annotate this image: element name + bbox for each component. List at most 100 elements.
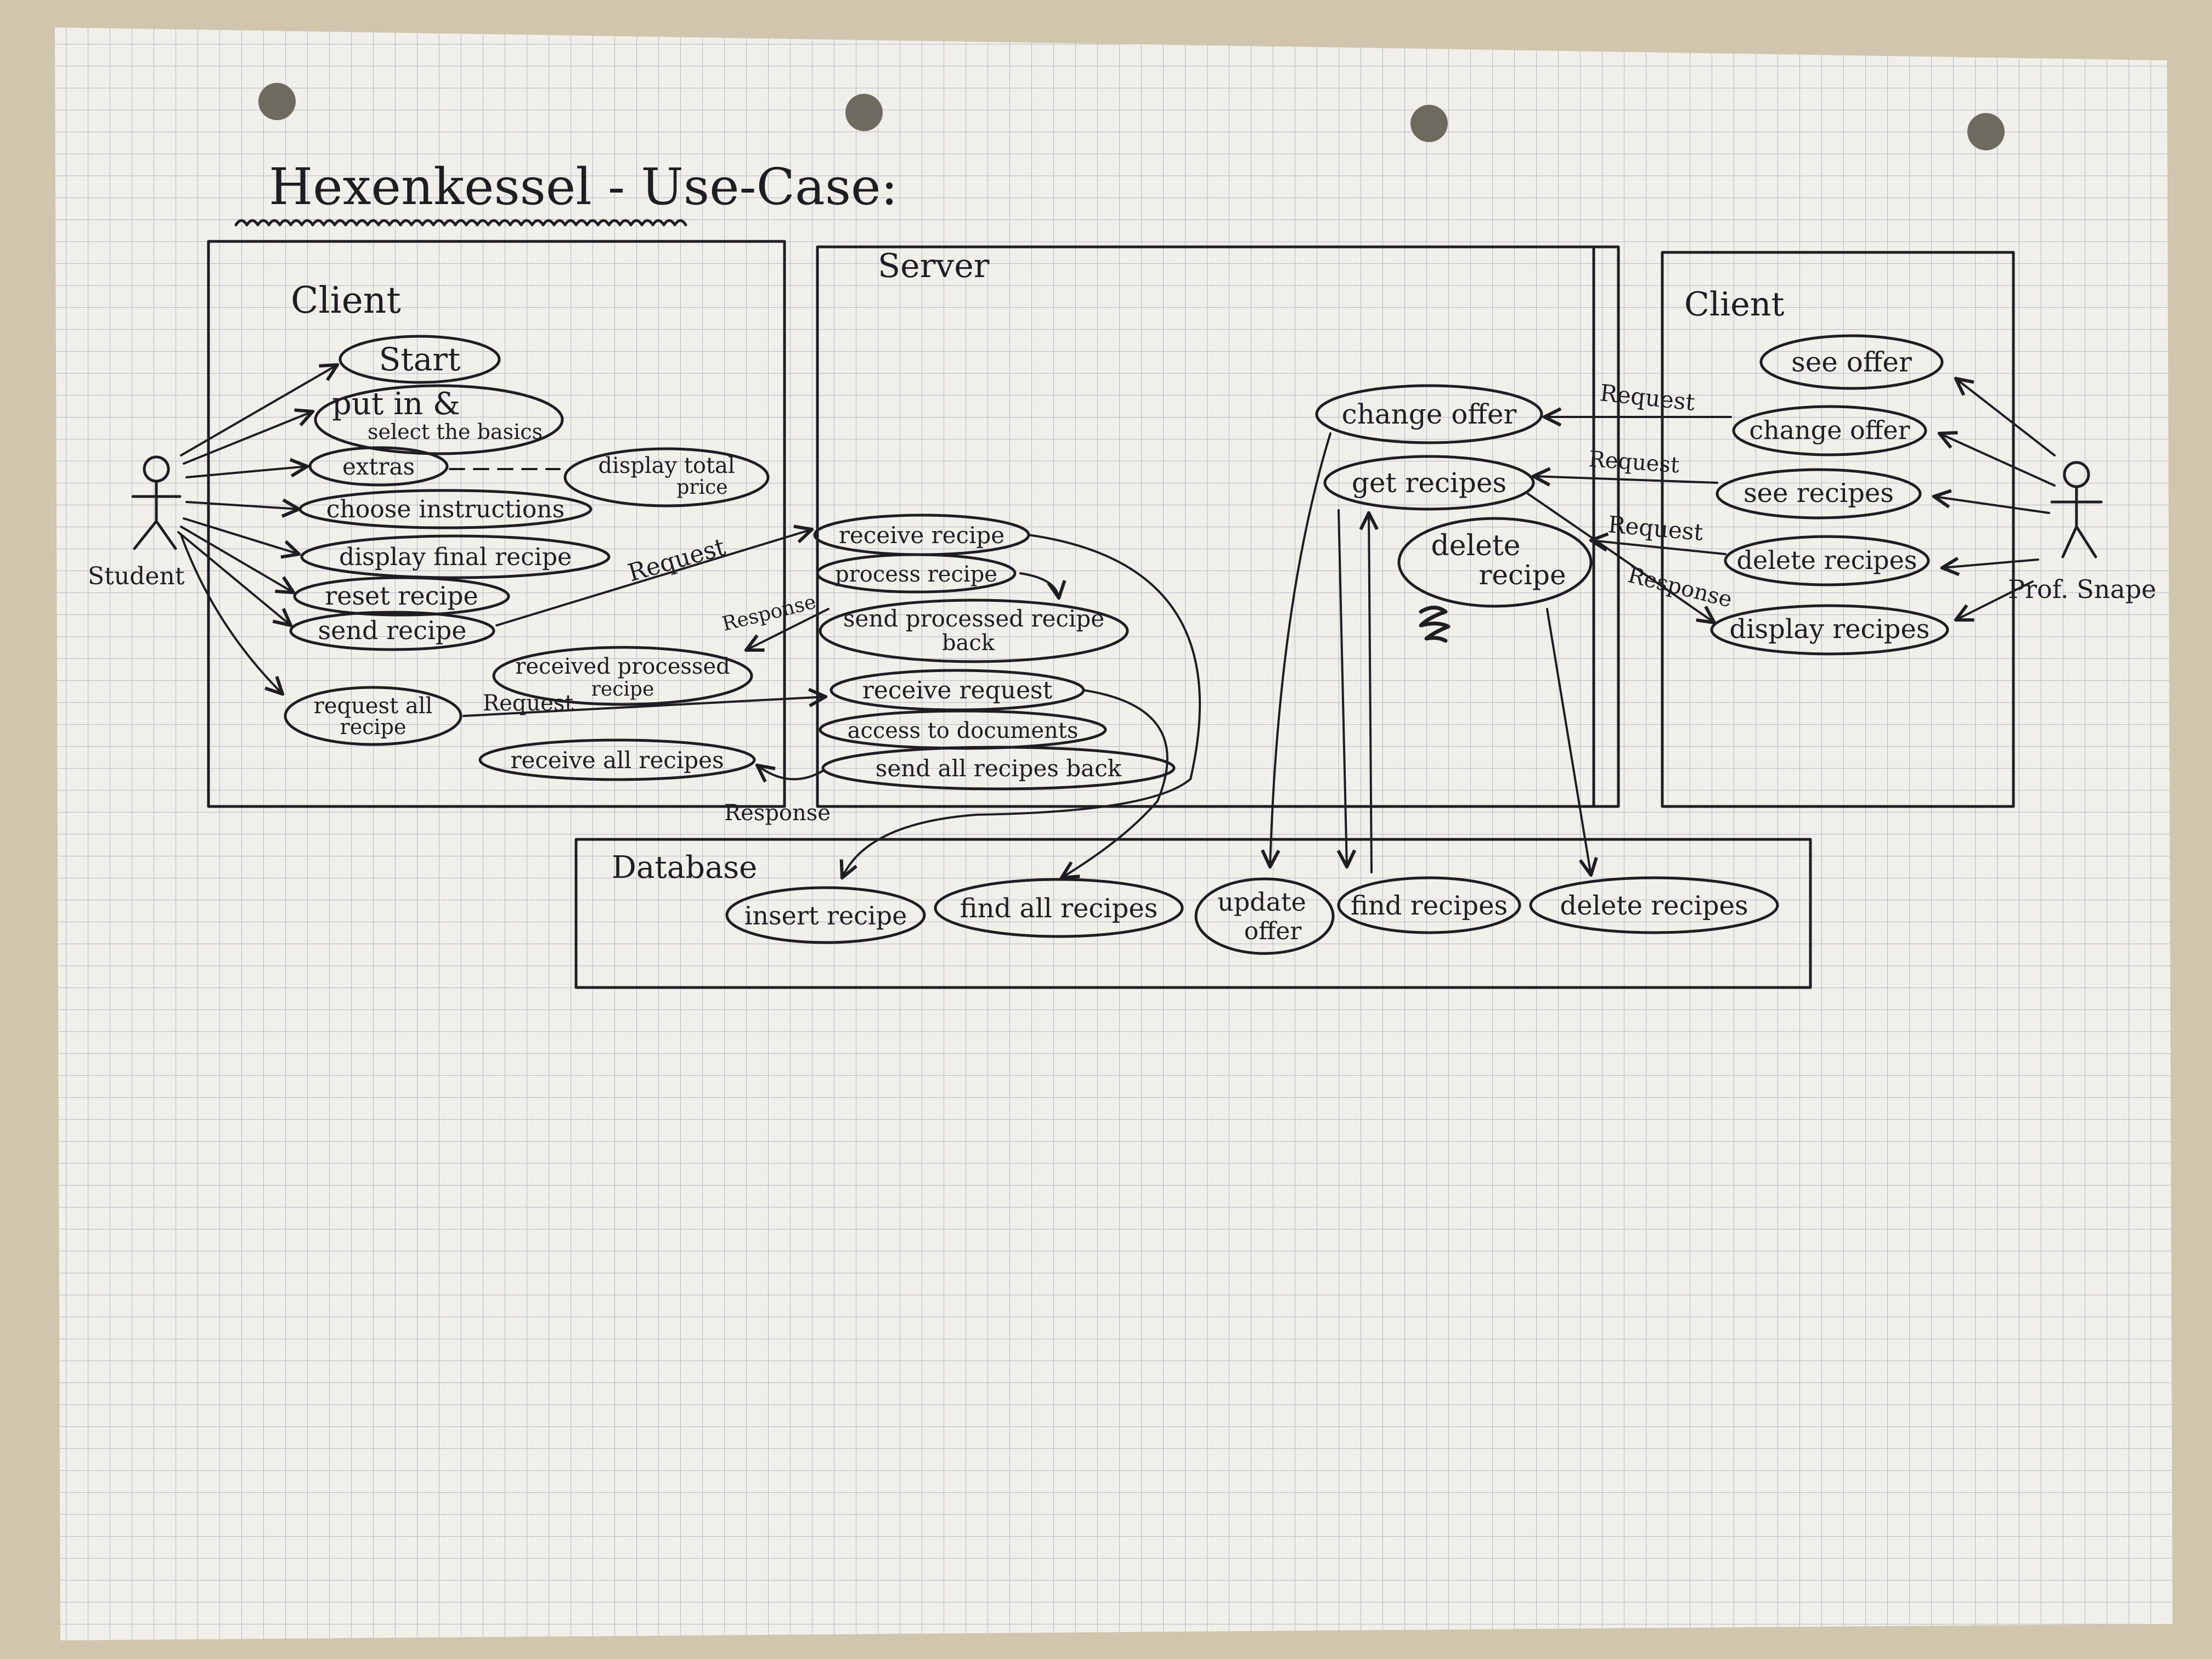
use-case-send-processed-recipe-back: send processed recipe back: [819, 599, 1129, 663]
svg-text:access to documents: access to documents: [848, 718, 1079, 743]
client-right-label: Client: [1684, 285, 1785, 324]
svg-text:Start: Start: [379, 341, 461, 378]
svg-text:back: back: [942, 630, 995, 656]
svg-text:get recipes: get recipes: [1352, 467, 1506, 499]
snape-actor-label: Prof. Snape: [2008, 574, 2157, 604]
use-case-delete-recipes: delete recipes: [1724, 535, 1930, 586]
assoc-arrow: [180, 365, 337, 456]
assoc-arrow: [1942, 560, 2039, 568]
svg-text:display recipes: display recipes: [1729, 614, 1929, 645]
use-case-extras: extras: [308, 446, 449, 487]
use-case-process-recipe: process recipe: [816, 553, 1017, 594]
use-case-find-recipes: find recipes: [1337, 876, 1521, 934]
svg-text:request all: request all: [314, 693, 433, 719]
server-label: Server: [878, 247, 990, 285]
server-database-arrows: [1270, 432, 1591, 875]
use-case-start: Start: [338, 335, 501, 384]
svg-text:find recipes: find recipes: [1351, 890, 1508, 921]
use-case-display-recipes: display recipes: [1710, 604, 1949, 656]
svg-text:update: update: [1217, 887, 1306, 917]
client-right-boundary: [1661, 251, 2015, 808]
use-case-database-delete-recipes: delete recipes: [1529, 876, 1779, 934]
scribble-mark: [1419, 606, 1451, 643]
svg-text:choose instructions: choose instructions: [326, 495, 565, 523]
delete-to-db-delete-arrow: [1546, 608, 1591, 875]
use-case-server-change-offer: change offer: [1315, 384, 1543, 444]
svg-text:delete recipes: delete recipes: [1737, 545, 1917, 575]
process-next-arrow: [1019, 572, 1059, 598]
client-right-server-arrows: [1527, 417, 1732, 623]
change-offer-to-update-arrow: [1270, 432, 1331, 867]
svg-text:put in &: put in &: [332, 386, 460, 422]
find-to-get-recipes-arrow: [1369, 513, 1372, 873]
client-server-arrows: [462, 529, 1201, 878]
student-actor-icon: [131, 455, 182, 550]
svg-text:send all recipes back: send all recipes back: [876, 755, 1122, 782]
student-associations: [177, 365, 337, 694]
use-case-receive-all-recipes: receive all recipes: [478, 738, 756, 781]
diagram-title: Hexenkessel - Use-Case:: [269, 157, 898, 216]
assoc-arrow: [183, 517, 299, 554]
database-label: Database: [612, 850, 757, 885]
assoc-arrow: [1956, 580, 2034, 620]
server-boundary: [816, 245, 1620, 808]
use-case-see-recipes: see recipes: [1716, 468, 1922, 520]
svg-text:reset recipe: reset recipe: [325, 581, 478, 611]
assoc-arrow: [1956, 379, 2056, 456]
svg-text:change offer: change offer: [1749, 415, 1910, 445]
svg-text:received processed: received processed: [515, 654, 730, 679]
svg-text:find all recipes: find all recipes: [960, 893, 1158, 924]
svg-text:display final recipe: display final recipe: [339, 543, 572, 571]
use-case-received-processed-recipe: received processed recipe: [492, 646, 753, 706]
use-case-change-offer: change offer: [1732, 405, 1927, 456]
use-case-get-recipes: get recipes: [1323, 455, 1535, 511]
svg-text:price: price: [676, 476, 727, 499]
svg-text:select the basics: select the basics: [368, 420, 543, 444]
see-recipes-request-arrow: [1533, 476, 1718, 483]
svg-text:process recipe: process recipe: [835, 562, 997, 587]
use-case-receive-request: receive request: [830, 669, 1085, 712]
svg-text:recipe: recipe: [340, 715, 407, 739]
svg-text:offer: offer: [1244, 917, 1302, 945]
use-case-see-offer: see offer: [1759, 334, 1944, 390]
svg-text:see recipes: see recipes: [1743, 478, 1894, 509]
use-case-server-delete-recipe: delete recipe: [1397, 517, 1593, 608]
client-left-boundary: [207, 240, 786, 808]
assoc-arrow: [177, 531, 291, 625]
assoc-arrow: [1934, 496, 2050, 514]
svg-text:recipe: recipe: [1479, 559, 1566, 591]
svg-text:insert recipe: insert recipe: [744, 901, 907, 930]
use-case-choose-instructions: choose instructions: [298, 489, 592, 529]
title-underline: [234, 219, 687, 227]
punch-hole: [1410, 105, 1448, 142]
receive-request-to-find-all-arrow: [1062, 689, 1169, 878]
svg-text:send recipe: send recipe: [318, 616, 467, 645]
svg-text:recipe: recipe: [591, 678, 654, 701]
punch-hole: [258, 83, 296, 120]
assoc-arrow: [185, 466, 307, 478]
assoc-arrow: [180, 534, 283, 694]
use-case-insert-recipe: insert recipe: [725, 886, 926, 944]
display-response-arrow: [1527, 493, 1714, 623]
use-case-request-all-recipe: request all recipe: [284, 686, 462, 746]
svg-text:receive all recipes: receive all recipes: [510, 747, 724, 774]
processed-response-arrow: [746, 608, 830, 650]
svg-text:see offer: see offer: [1791, 346, 1912, 378]
svg-text:receive request: receive request: [862, 676, 1053, 704]
svg-text:receive recipe: receive recipe: [839, 522, 1005, 549]
svg-text:delete: delete: [1431, 529, 1520, 562]
snape-actor-icon: [2050, 461, 2103, 558]
paper-grid: [55, 27, 2172, 1640]
svg-text:send processed recipe: send processed recipe: [843, 605, 1104, 632]
assoc-arrow: [180, 526, 294, 592]
response-all-arrow: [757, 765, 824, 779]
use-case-send-all-recipes-back: send all recipes back: [821, 746, 1176, 791]
svg-text:display total: display total: [598, 453, 735, 478]
receive-recipe-to-insert-arrow: [842, 534, 1201, 878]
assoc-arrow: [185, 502, 299, 509]
arrow-label-request: Request: [483, 691, 573, 716]
send-recipe-request-arrow: [495, 529, 812, 627]
snape-associations: [1934, 379, 2056, 620]
student-actor-label: Student: [88, 562, 185, 590]
